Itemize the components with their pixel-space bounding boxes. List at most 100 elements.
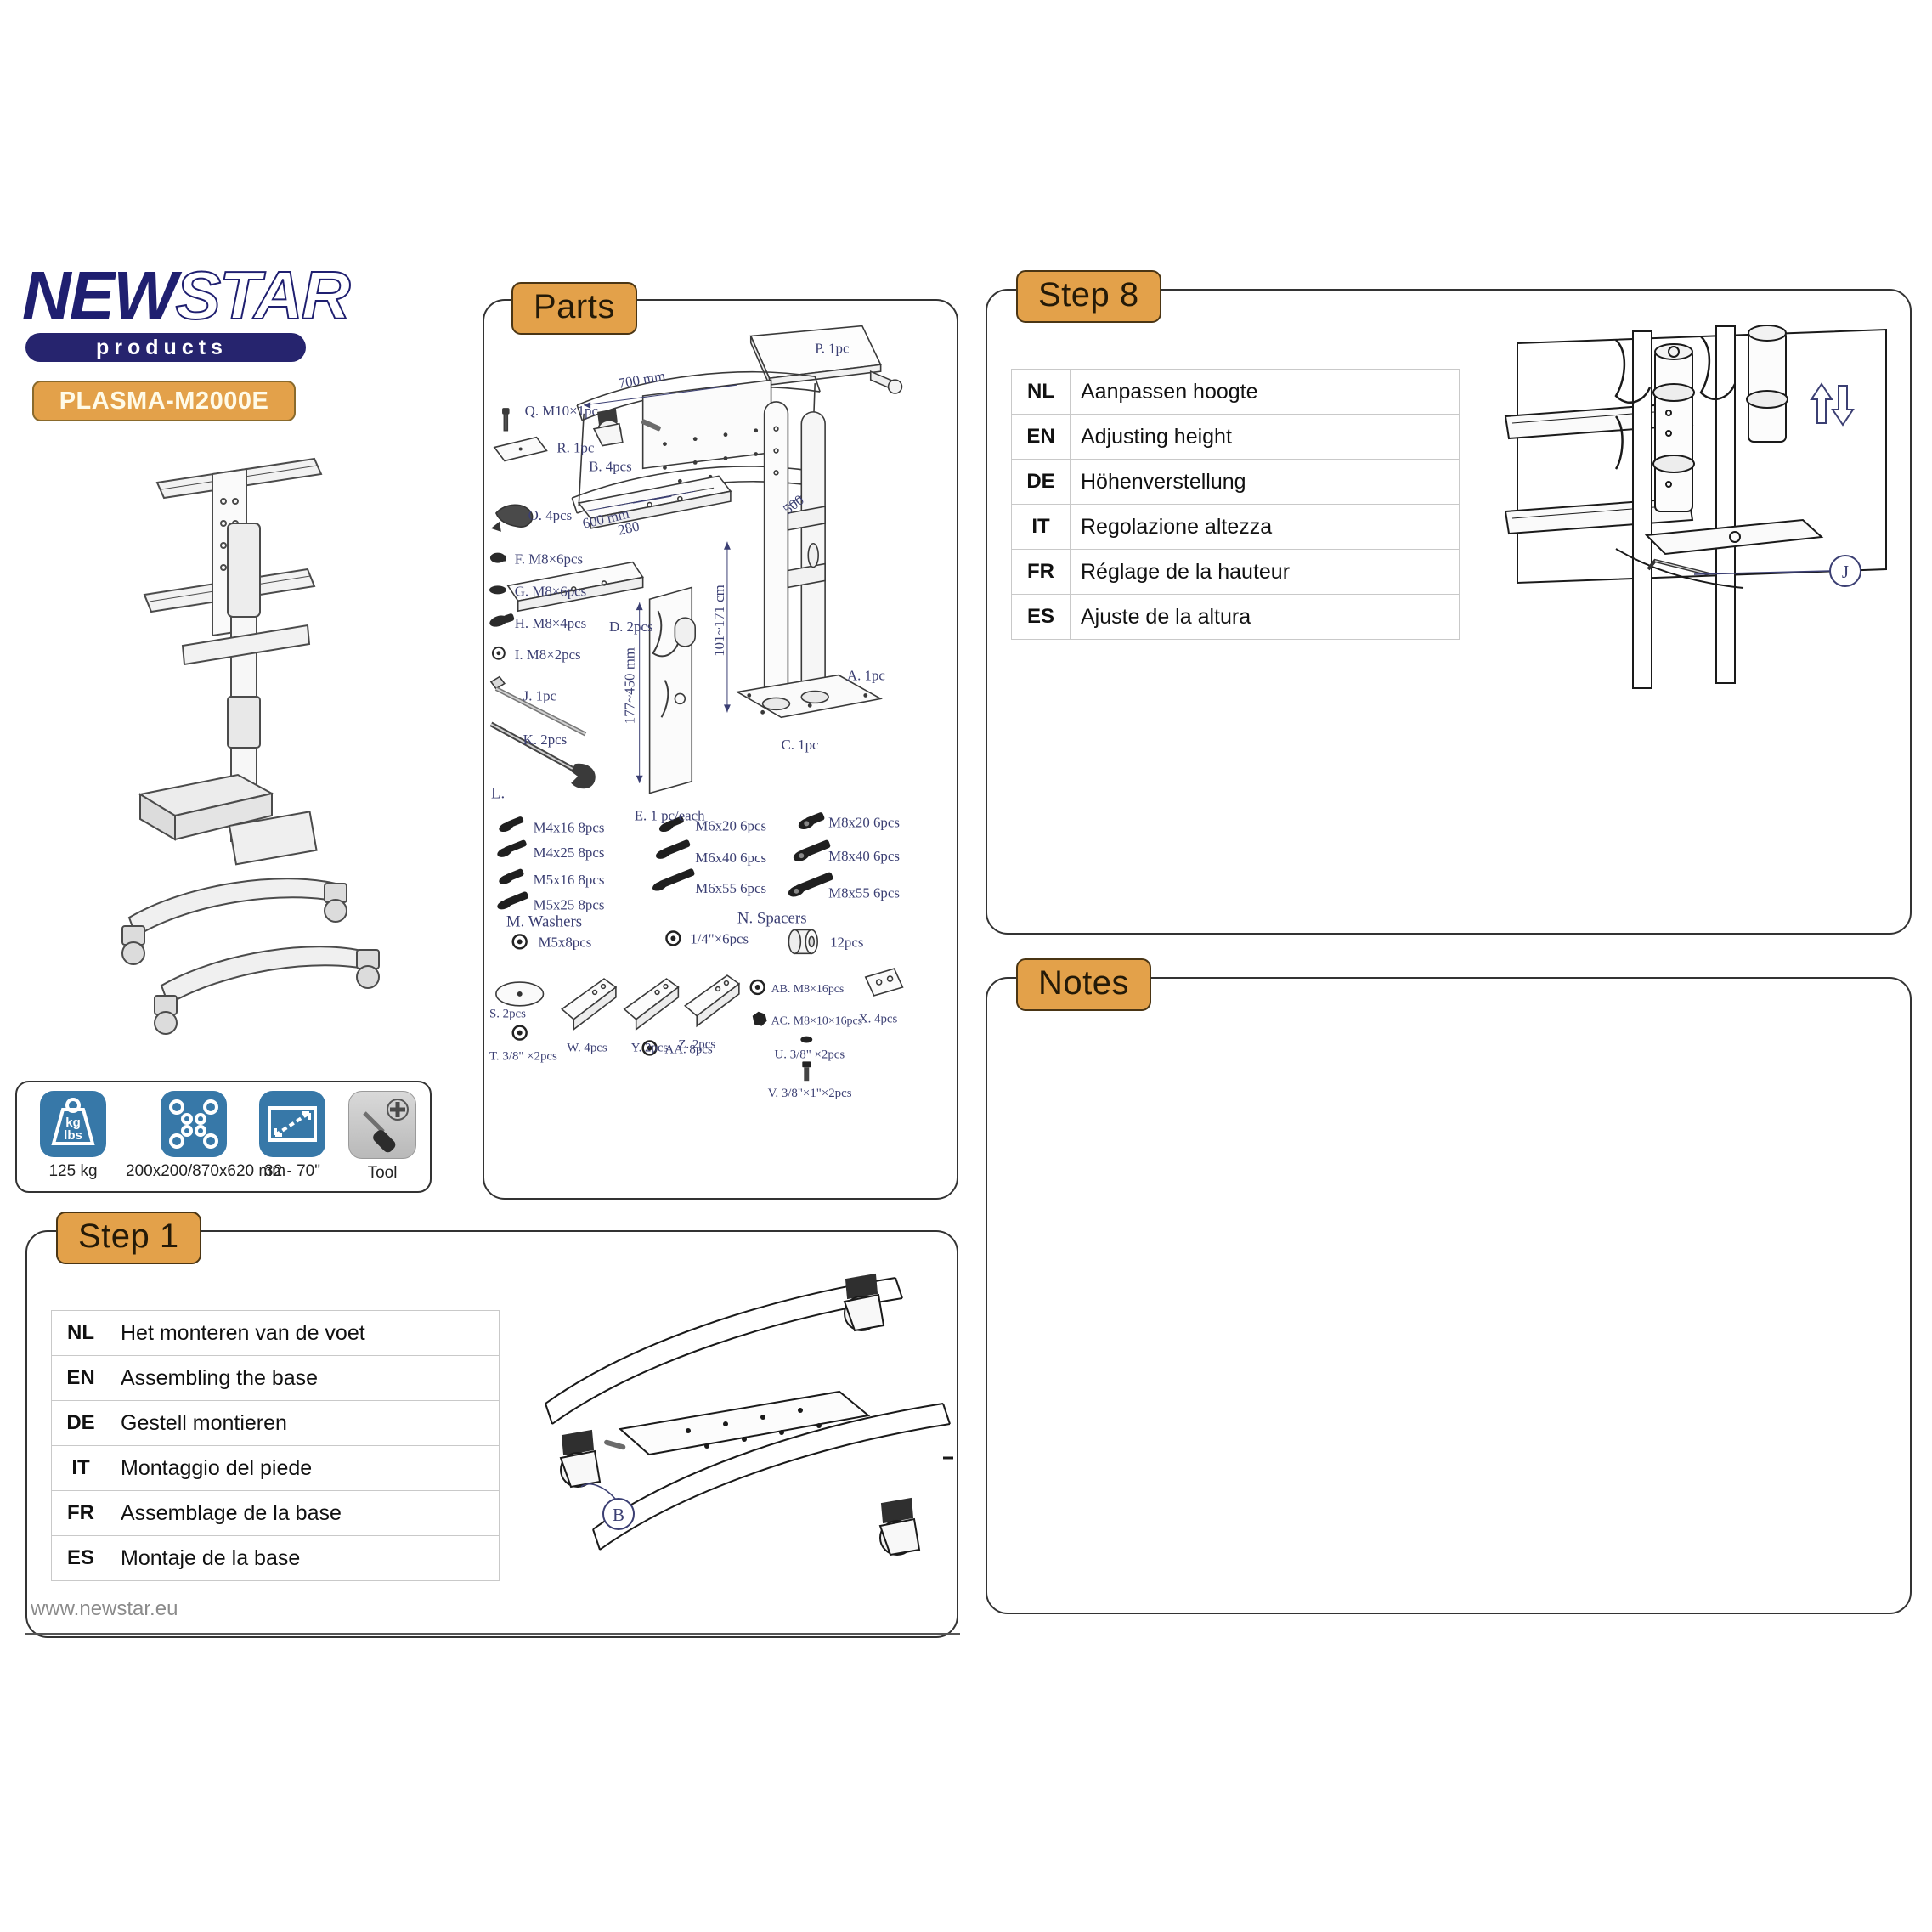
part-label-U: U. 3/8" ×2pcs — [775, 1048, 845, 1061]
screw-size-label: M6x55 6pcs — [695, 880, 766, 896]
step1-callout-label: B — [613, 1505, 624, 1525]
part-label-F: F. M8×6pcs — [515, 551, 583, 568]
step8-title-badge: Step 8 — [1016, 270, 1161, 323]
spec-strip: kg lbs 125 kg 200x200/870x620 mm — [15, 1081, 432, 1193]
table-row: IT Montaggio del piede — [51, 1445, 500, 1491]
step1-illustration: B — [545, 1273, 953, 1556]
part-label-O: O. 4pcs — [528, 507, 573, 523]
table-row: EN Assembling the base — [51, 1355, 500, 1401]
spec-weight-capacity: kg lbs 125 kg — [29, 1091, 117, 1191]
step8-callout-label: J — [1842, 562, 1849, 582]
part-label-K: K. 2pcs — [523, 732, 568, 748]
part-label-AA: AA. 8pcs — [664, 1042, 712, 1056]
parts-diagram: P. 1pc A. 1pc B. 4pcs C. 1pc D. 2pcs E. … — [489, 325, 904, 1100]
table-row: NL Aanpassen hoogte — [1011, 369, 1460, 415]
spec-vesa-pattern: 200x200/870x620 mm — [126, 1091, 286, 1191]
step1-panel: Step 1 NL Het monteren van de voet EN As… — [25, 1212, 958, 1638]
part-label-A: A. 1pc — [847, 668, 885, 684]
step8-illustration: J — [1504, 325, 1887, 689]
dimension-177-450mm: 177~450 mm — [622, 647, 638, 724]
screw-size-label: M5x16 8pcs — [534, 872, 605, 888]
screwdriver-tool-icon — [348, 1091, 416, 1159]
part-label-AC: AC. M8×10×16pcs — [771, 1015, 863, 1028]
lang-text: Montaje de la base — [110, 1535, 500, 1581]
step1-title-badge: Step 1 — [56, 1212, 201, 1264]
part-label-M: M. Washers — [506, 913, 582, 931]
part-label-Y: Y. 2pcs — [631, 1041, 669, 1054]
table-row: FR Réglage de la hauteur — [1011, 549, 1460, 595]
logo-wordmark: NEWSTAR — [22, 261, 351, 330]
notes-panel[interactable]: Notes — [986, 958, 1912, 1614]
lang-code: FR — [51, 1490, 110, 1536]
step1-language-table: NL Het monteren van de voet EN Assemblin… — [51, 1310, 500, 1581]
footer-divider — [25, 1633, 960, 1635]
table-row: FR Assemblage de la base — [51, 1490, 500, 1536]
product-overview-illustration — [121, 457, 380, 1035]
spec-caption: 200x200/870x620 mm — [126, 1162, 286, 1180]
screw-size-label: M5x25 8pcs — [534, 897, 605, 913]
logo-star-text: STAR — [175, 257, 352, 333]
screw-size-label: M6x20 6pcs — [695, 817, 766, 833]
screen-size-icon — [259, 1091, 325, 1157]
screw-size-label: M4x25 8pcs — [534, 845, 605, 861]
screw-size-label: M8x40 6pcs — [828, 848, 900, 864]
part-label-P: P. 1pc — [815, 340, 849, 356]
lang-code: ES — [1011, 594, 1071, 640]
lang-text: Montaggio del piede — [110, 1445, 500, 1491]
washer-size-label: 1/4"×6pcs — [690, 930, 749, 946]
part-label-N: N. Spacers — [737, 910, 807, 928]
table-row: DE Gestell montieren — [51, 1400, 500, 1446]
dimension-700mm: 700 mm — [617, 368, 666, 392]
dimension-101-171cm: 101~171 cm — [711, 585, 727, 657]
lang-text: Réglage de la hauteur — [1070, 549, 1460, 595]
part-label-Z: Z. 2pcs — [678, 1037, 715, 1051]
part-label-B: B. 4pcs — [589, 458, 632, 474]
table-row: NL Het monteren van de voet — [51, 1310, 500, 1356]
parts-panel: Parts — [483, 282, 958, 1200]
notes-text-area[interactable] — [1013, 1055, 1884, 1587]
logo-new-text: NEW — [22, 257, 178, 333]
part-label-G: G. M8×6pcs — [515, 583, 586, 599]
logo-tagline: products — [96, 336, 228, 359]
lang-text: Adjusting height — [1070, 414, 1460, 460]
part-label-R: R. 1pc — [556, 440, 594, 456]
spec-tool: Tool — [338, 1091, 427, 1191]
spec-caption: 32 - 70" — [264, 1162, 320, 1180]
part-label-H: H. M8×4pcs — [515, 615, 586, 631]
lang-code: NL — [51, 1310, 110, 1356]
step8-language-table: NL Aanpassen hoogte EN Adjusting height … — [1011, 369, 1460, 640]
lang-code: NL — [1011, 369, 1071, 415]
brand-logo: NEWSTAR products PLASMA-M2000E — [15, 255, 351, 425]
step8-panel: Step 8 NL Aanpassen hoogte EN Adjusting … — [986, 270, 1912, 935]
part-label-S: S. 2pcs — [489, 1008, 526, 1021]
part-label-J: J. 1pc — [523, 687, 556, 703]
part-label-I: I. M8×2pcs — [515, 647, 581, 663]
vesa-pattern-icon — [161, 1091, 227, 1157]
spec-caption: Tool — [367, 1164, 398, 1182]
lang-text: Gestell montieren — [110, 1400, 500, 1446]
spec-caption: 125 kg — [48, 1162, 98, 1180]
lang-text: Het monteren van de voet — [110, 1310, 500, 1356]
screw-size-label: M8x20 6pcs — [828, 814, 900, 830]
screw-size-label: M8x55 6pcs — [828, 885, 900, 901]
spacer-count-label: 12pcs — [830, 934, 863, 950]
lang-code: IT — [51, 1445, 110, 1491]
lang-text: Assemblage de la base — [110, 1490, 500, 1536]
part-label-T: T. 3/8" ×2pcs — [489, 1049, 557, 1063]
lang-code: DE — [1011, 459, 1071, 505]
screw-size-label: M4x16 8pcs — [534, 819, 605, 835]
part-label-Q: Q. M10×1pc — [525, 403, 598, 419]
part-label-C: C. 1pc — [781, 737, 818, 753]
table-row: IT Regolazione altezza — [1011, 504, 1460, 550]
lang-code: DE — [51, 1400, 110, 1446]
svg-text:lbs: lbs — [64, 1128, 82, 1143]
lang-code: IT — [1011, 504, 1071, 550]
table-row: ES Ajuste de la altura — [1011, 594, 1460, 640]
lang-text: Ajuste de la altura — [1070, 594, 1460, 640]
part-label-W: W. 4pcs — [567, 1041, 607, 1054]
weight-capacity-icon: kg lbs — [40, 1091, 106, 1157]
screw-size-label: M6x40 6pcs — [695, 850, 766, 866]
website-url[interactable]: www.newstar.eu — [31, 1597, 178, 1620]
part-label-E: E. 1 pc/each — [635, 807, 705, 823]
table-row: EN Adjusting height — [1011, 414, 1460, 460]
